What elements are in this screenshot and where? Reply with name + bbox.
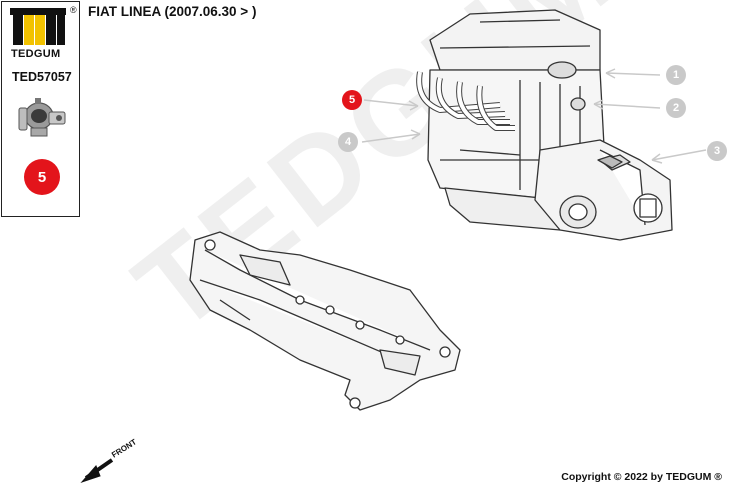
part-info-panel: ® TEDGUM TED57057 5: [1, 1, 80, 217]
brand-name: TEDGUM: [11, 48, 61, 60]
registered-mark: ®: [70, 5, 77, 15]
part-number-badge: 5: [24, 159, 60, 195]
callout-5: 5: [342, 90, 362, 110]
vehicle-title: FIAT LINEA (2007.06.30 > ): [88, 4, 257, 19]
tedgum-logo-icon: [10, 8, 66, 45]
callout-2: 2: [666, 98, 686, 118]
callout-1: 1: [666, 65, 686, 85]
callout-4: 4: [338, 132, 358, 152]
engine-mount-thumbnail-icon: [18, 98, 66, 137]
copyright-notice: Copyright © 2022 by TEDGUM ®: [561, 471, 722, 483]
part-code: TED57057: [12, 70, 72, 84]
callout-3: 3: [707, 141, 727, 161]
